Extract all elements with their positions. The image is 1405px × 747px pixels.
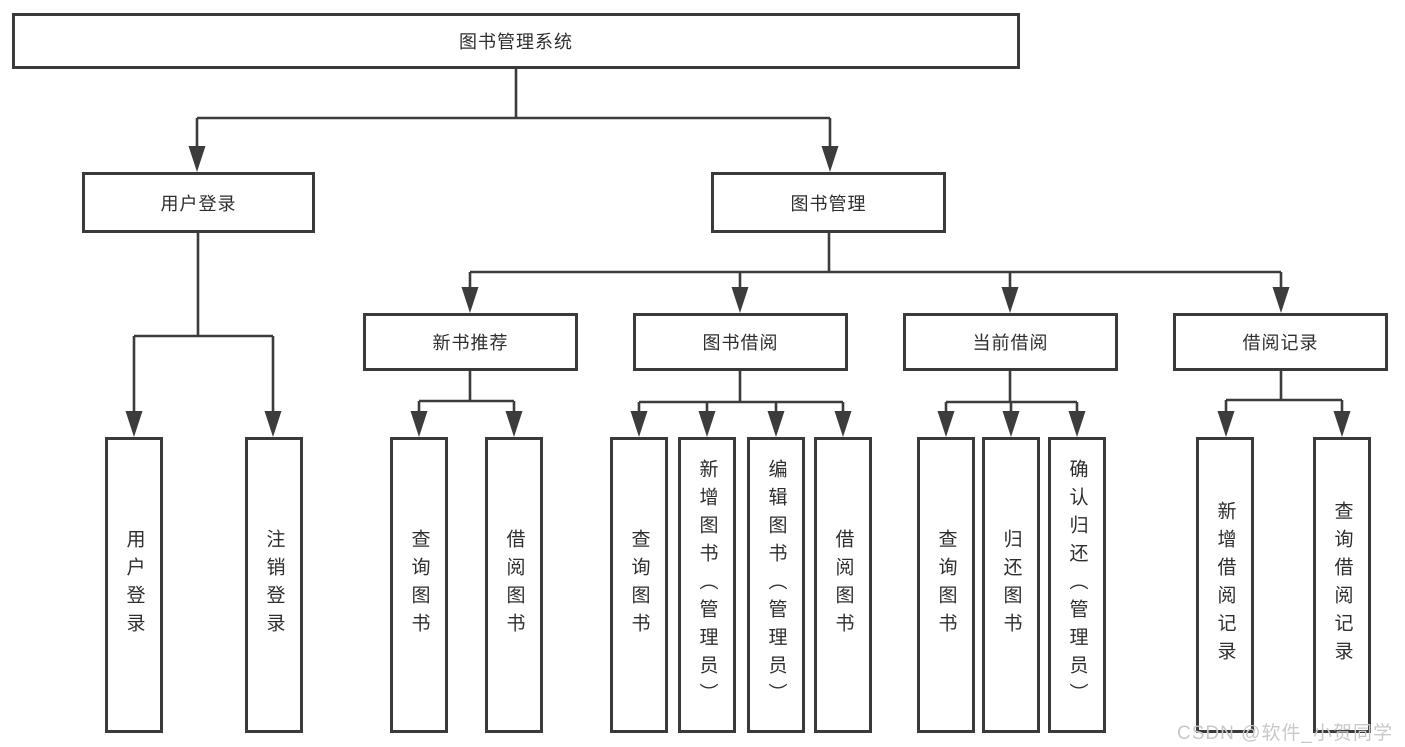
node-borrowing-records: 借阅记录 [1173,313,1388,371]
leaf-borrowing-borrow-books: 借阅图书 [814,437,872,733]
csdn-watermark: CSDN @软件_小贺同学 [1177,723,1393,744]
node-current-borrowing-label: 当前借阅 [972,333,1049,353]
node-book-borrowing: 图书借阅 [633,313,848,371]
leaf-add-book-admin: 新增图书（管理员） [678,437,736,733]
leaf-logout-label: 注销登录 [263,529,285,641]
leaf-confirm-return-admin-label: 确认归还（管理员） [1066,459,1088,711]
leaf-user-login: 用户登录 [105,437,163,733]
leaf-recommend-query-books: 查询图书 [390,437,448,733]
leaf-recommend-borrow-books-label: 借阅图书 [503,529,525,641]
leaf-borrowing-query-books: 查询图书 [610,437,668,733]
leaf-confirm-return-admin: 确认归还（管理员） [1048,437,1106,733]
node-borrowing-records-label: 借阅记录 [1242,333,1319,353]
node-new-book-recommendation-label: 新书推荐 [432,333,509,353]
leaf-return-books: 归还图书 [982,437,1040,733]
node-library-system-label: 图书管理系统 [459,32,573,52]
leaf-recommend-borrow-books: 借阅图书 [485,437,543,733]
node-current-borrowing: 当前借阅 [903,313,1118,371]
leaf-edit-book-admin-label: 编辑图书（管理员） [765,459,787,711]
node-book-borrowing-label: 图书借阅 [702,333,779,353]
leaf-query-borrow-record: 查询借阅记录 [1313,437,1371,733]
leaf-recommend-query-books-label: 查询图书 [408,529,430,641]
leaf-return-books-label: 归还图书 [1000,529,1022,641]
leaf-borrowing-query-books-label: 查询图书 [628,529,650,641]
leaf-add-book-admin-label: 新增图书（管理员） [696,459,718,711]
node-book-management: 图书管理 [711,172,946,233]
leaf-current-query-books: 查询图书 [917,437,975,733]
leaf-user-login-label: 用户登录 [123,529,145,641]
leaf-add-borrow-record-label: 新增借阅记录 [1214,501,1236,669]
leaf-current-query-books-label: 查询图书 [935,529,957,641]
leaf-borrowing-borrow-books-label: 借阅图书 [832,529,854,641]
leaf-logout: 注销登录 [245,437,303,733]
node-library-system: 图书管理系统 [12,13,1020,69]
node-user-login-group-label: 用户登录 [160,193,237,214]
leaf-query-borrow-record-label: 查询借阅记录 [1331,501,1353,669]
leaf-add-borrow-record: 新增借阅记录 [1196,437,1254,733]
node-new-book-recommendation: 新书推荐 [363,313,578,371]
node-book-management-label: 图书管理 [790,193,867,214]
node-user-login-group: 用户登录 [82,172,315,233]
leaf-edit-book-admin: 编辑图书（管理员） [747,437,805,733]
